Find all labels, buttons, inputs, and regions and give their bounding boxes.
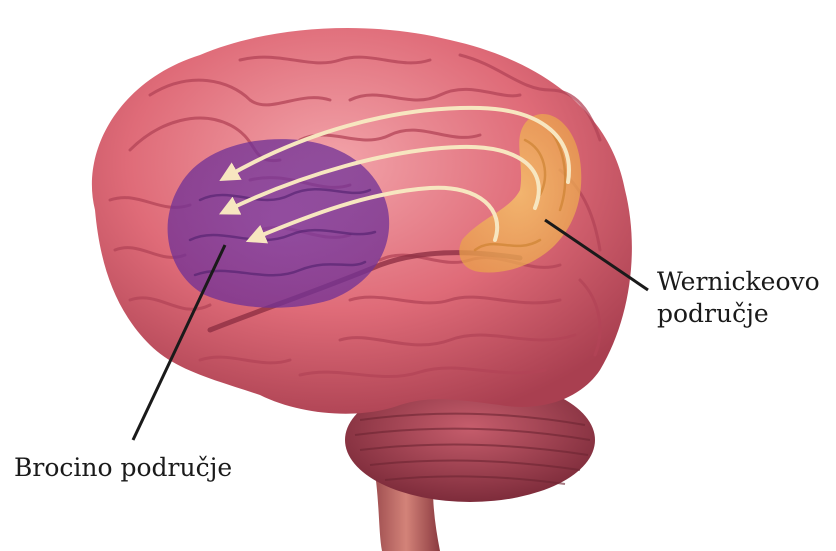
wernicke-label-line2: područje — [657, 298, 820, 330]
wernicke-label: Wernickeovo područje — [657, 266, 820, 330]
wernicke-label-line1: Wernickeovo — [657, 266, 820, 298]
broca-label: Brocino područje — [14, 452, 232, 484]
